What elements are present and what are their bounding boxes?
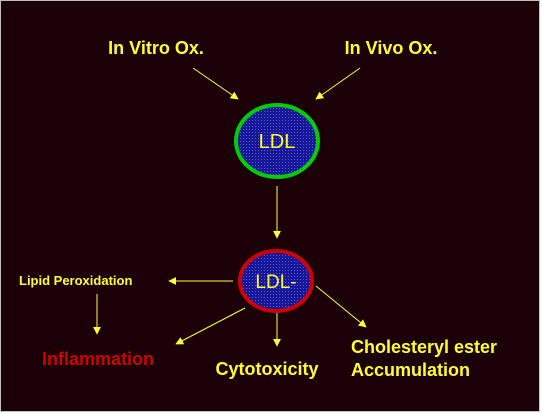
arrow-ldlminus-to-cholesteryl bbox=[315, 285, 367, 328]
node-ldl-minus-label: LDL- bbox=[255, 272, 296, 293]
label-in-vivo: In Vivo Ox. bbox=[345, 38, 438, 58]
label-lipid-peroxidation: Lipid Peroxidation bbox=[19, 273, 132, 288]
node-ldl-minus: LDL- bbox=[238, 249, 314, 313]
node-ldl-label: LDL bbox=[259, 131, 296, 153]
label-inflammation: Inflammation bbox=[42, 349, 154, 369]
node-ldl: LDL bbox=[234, 103, 320, 179]
arrow-invitro-to-ldl bbox=[192, 67, 239, 100]
label-accumulation: Accumulation bbox=[351, 360, 470, 380]
label-cytotoxicity: Cytotoxicity bbox=[215, 359, 318, 379]
arrow-invivo-to-ldl bbox=[315, 67, 361, 100]
arrow-ldlminus-to-inflammation bbox=[175, 307, 246, 345]
label-in-vitro: In Vitro Ox. bbox=[108, 38, 204, 58]
label-cholesteryl-ester: Cholesteryl ester bbox=[351, 337, 497, 357]
